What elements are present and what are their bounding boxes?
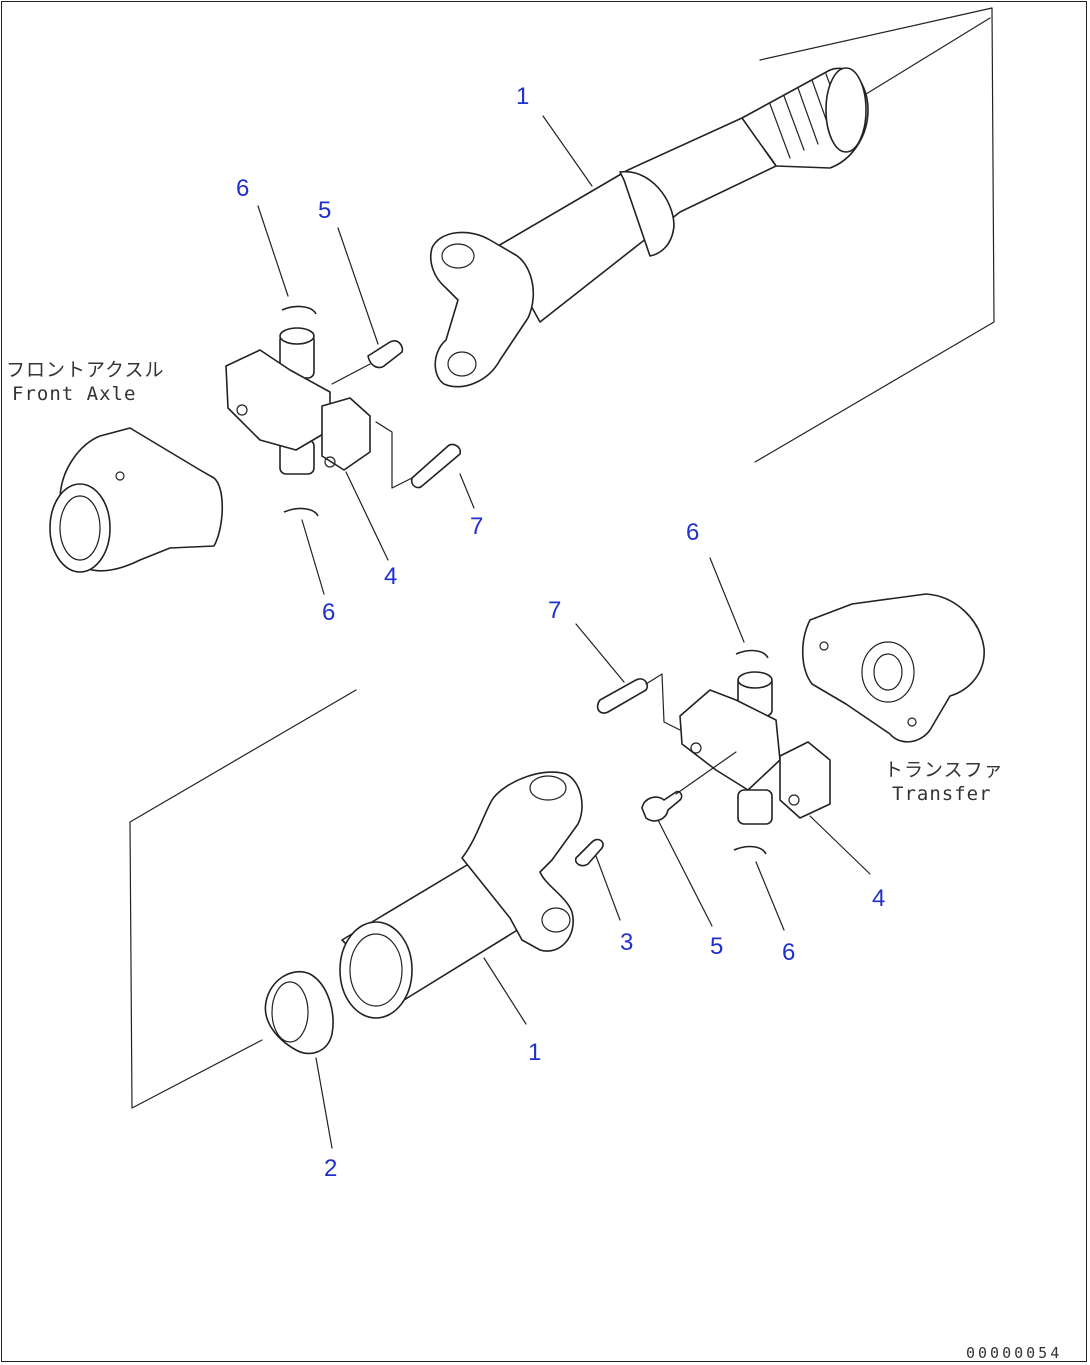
leader-4-right bbox=[809, 815, 871, 875]
spline-teeth bbox=[769, 73, 847, 159]
front-axle-label-jp: フロントアクスル bbox=[6, 359, 164, 381]
flange-hole bbox=[115, 471, 125, 481]
callout-4-right: 4 bbox=[872, 885, 885, 912]
grease-fitting-right-leader bbox=[675, 751, 737, 795]
grease-fitting-leader bbox=[331, 363, 371, 385]
leader-6-top-left bbox=[257, 205, 289, 297]
callout-3: 3 bbox=[620, 929, 633, 956]
snap-ring-6-bottom-right bbox=[733, 845, 767, 855]
callout-6-top-right: 6 bbox=[686, 519, 699, 546]
universal-joint-right bbox=[596, 649, 831, 855]
bolt-hole bbox=[236, 404, 248, 416]
phantom-line-upper bbox=[754, 7, 995, 463]
bearing-cap-bottom-right bbox=[737, 789, 773, 825]
grease-fitting-3 bbox=[574, 838, 604, 867]
callout-4-top-left: 4 bbox=[384, 563, 397, 590]
callout-5-right: 5 bbox=[710, 933, 723, 960]
flange-bore-inner bbox=[59, 495, 101, 561]
callout-1-top: 1 bbox=[516, 83, 529, 110]
front-axle-label-en: Front Axle bbox=[12, 383, 136, 405]
callout-1-bottom: 1 bbox=[528, 1039, 541, 1066]
snap-ring-6-top bbox=[281, 305, 317, 315]
propeller-shaft-upper bbox=[430, 67, 869, 388]
yoke-bore-bottom bbox=[447, 351, 477, 377]
callout-6-bottom-left: 6 bbox=[322, 599, 335, 626]
bearing-block-right bbox=[779, 741, 831, 819]
bolt-7-right bbox=[596, 678, 649, 714]
callout-2: 2 bbox=[324, 1155, 337, 1182]
callout-5-top-left: 5 bbox=[318, 197, 331, 224]
flange-bore bbox=[49, 483, 111, 573]
leader-6-bottom-right bbox=[755, 861, 785, 931]
leader-lines bbox=[257, 115, 871, 1149]
snap-ring-6-top-right bbox=[735, 649, 769, 659]
transfer-flange bbox=[801, 593, 985, 743]
bolt-hole bbox=[324, 456, 336, 468]
leader-2 bbox=[315, 1057, 333, 1149]
transfer-flange-bore-inner bbox=[873, 653, 903, 691]
leader-6-bottom-left bbox=[301, 519, 325, 595]
callout-6-bottom-right: 6 bbox=[782, 939, 795, 966]
front-axle-flange bbox=[49, 427, 224, 573]
bolt-7-leader bbox=[375, 421, 413, 489]
universal-joint-left bbox=[225, 305, 462, 517]
transfer-flange-bore bbox=[861, 641, 915, 703]
grease-fitting-5-right bbox=[641, 790, 683, 822]
transfer-label-en: Transfer bbox=[892, 783, 992, 805]
callout-7-top-left: 7 bbox=[470, 513, 483, 540]
spline-face bbox=[825, 67, 867, 153]
yoke-bore-top bbox=[441, 243, 475, 269]
leader-5-top-left bbox=[337, 227, 379, 345]
slip-yoke-bore-bottom bbox=[541, 907, 571, 933]
bearing-cap-top-face bbox=[279, 327, 315, 345]
flange-hole bbox=[819, 641, 829, 651]
leader-7-right bbox=[575, 623, 625, 683]
callout-6-top-left: 6 bbox=[236, 175, 249, 202]
shaft-collar bbox=[619, 171, 675, 257]
drawing-code: 00000054 bbox=[966, 1344, 1062, 1362]
callout-numbers: 1 6 5 7 4 6 6 7 4 3 5 6 1 2 bbox=[236, 83, 885, 1182]
slip-tube-splines bbox=[349, 933, 403, 1007]
dust-cap-face bbox=[271, 981, 309, 1043]
slip-tube-face bbox=[339, 921, 413, 1019]
snap-ring-6-bottom bbox=[283, 507, 319, 517]
flange-hole bbox=[907, 717, 917, 727]
leader-1-top bbox=[542, 115, 593, 187]
phantom-line-lower bbox=[129, 689, 357, 1109]
bolt-7 bbox=[410, 443, 462, 489]
callout-7-right: 7 bbox=[548, 597, 561, 624]
dust-cap-body bbox=[264, 970, 334, 1055]
leader-4-top-left bbox=[345, 471, 389, 561]
transfer-flange-body bbox=[801, 593, 985, 743]
bolt-hole bbox=[788, 794, 800, 806]
dust-cap-2 bbox=[264, 970, 334, 1055]
leader-1-bottom bbox=[483, 957, 527, 1025]
bearing-block bbox=[321, 397, 371, 471]
leader-6-top-right bbox=[709, 557, 745, 643]
slip-yoke bbox=[461, 771, 583, 952]
shaft-yoke bbox=[430, 231, 535, 388]
slip-yoke-bore-top bbox=[529, 775, 567, 801]
grease-fitting-5 bbox=[367, 340, 404, 369]
component-labels: フロントアクスル Front Axle トランスファ Transfer bbox=[6, 359, 1004, 805]
bolt-hole bbox=[690, 742, 702, 754]
transfer-label-jp: トランスファ bbox=[884, 759, 1004, 781]
leader-3 bbox=[595, 855, 621, 921]
propeller-shaft-lower bbox=[339, 771, 604, 1019]
bolt-7-right-leader bbox=[645, 673, 681, 731]
bearing-cap-face-right bbox=[737, 671, 773, 689]
leader-7-top-left bbox=[459, 473, 475, 509]
leader-5-right bbox=[657, 819, 713, 927]
